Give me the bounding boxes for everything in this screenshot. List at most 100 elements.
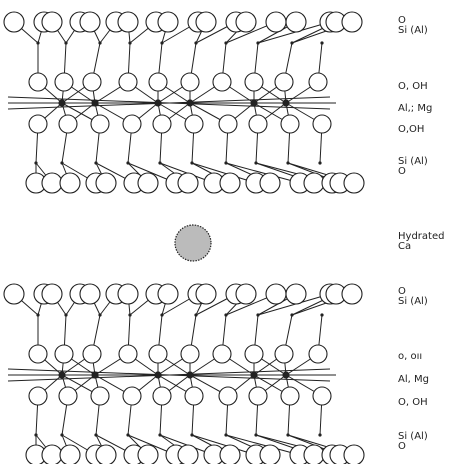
silicon-atom bbox=[160, 313, 164, 317]
hydroxyl-oxygen-atom bbox=[122, 114, 142, 134]
label-top-si-al: Si (Al) bbox=[398, 25, 428, 36]
octahedral-cation-atom bbox=[58, 371, 66, 379]
bond-line bbox=[257, 21, 331, 44]
octahedral-cation-atom bbox=[250, 371, 258, 379]
silicon-atom bbox=[34, 433, 38, 437]
label-bottom-si-al-o: Si (Al) O bbox=[398, 432, 428, 452]
silicon-atom bbox=[320, 313, 324, 317]
oxygen-atom bbox=[219, 444, 241, 464]
label-bottom-si-al-2: Si (Al) bbox=[398, 431, 428, 442]
bond-line bbox=[257, 293, 331, 316]
octahedral-cation-atom bbox=[186, 371, 194, 379]
oxygen-atom bbox=[157, 11, 179, 33]
label-top-o-2: O bbox=[398, 166, 406, 177]
oxygen-atom bbox=[3, 11, 25, 33]
oxygen-atom bbox=[79, 283, 101, 305]
hydroxyl-oxygen-atom bbox=[82, 72, 102, 92]
hydroxyl-oxygen-atom bbox=[308, 344, 328, 364]
oxygen-atom bbox=[41, 172, 63, 194]
silicon-atom bbox=[64, 313, 68, 317]
oxygen-atom bbox=[341, 283, 363, 305]
hydroxyl-oxygen-atom bbox=[312, 114, 332, 134]
hydroxyl-oxygen-atom bbox=[122, 386, 142, 406]
hydroxyl-oxygen-atom bbox=[28, 114, 48, 134]
hydroxyl-oxygen-atom bbox=[148, 344, 168, 364]
silicon-atom bbox=[224, 41, 228, 45]
silicon-atom bbox=[190, 161, 194, 165]
label-ca: Ca bbox=[398, 241, 412, 252]
hydroxyl-oxygen-atom bbox=[308, 72, 328, 92]
oxygen-atom bbox=[177, 444, 199, 464]
hydroxyl-oxygen-atom bbox=[118, 344, 138, 364]
silicon-atom bbox=[254, 161, 258, 165]
oxygen-atom bbox=[195, 283, 217, 305]
oxygen-atom bbox=[285, 283, 307, 305]
oxygen-atom bbox=[219, 172, 241, 194]
silicon-atom bbox=[34, 161, 38, 165]
hydroxyl-oxygen-atom bbox=[274, 344, 294, 364]
bond-line bbox=[191, 162, 257, 184]
silicon-atom bbox=[194, 313, 198, 317]
oxygen-atom bbox=[117, 283, 139, 305]
silicon-atom bbox=[194, 41, 198, 45]
hydroxyl-oxygen-atom bbox=[148, 72, 168, 92]
oxygen-atom bbox=[285, 11, 307, 33]
hydroxyl-oxygen-atom bbox=[152, 386, 172, 406]
oxygen-atom bbox=[259, 172, 281, 194]
octahedral-cation-atom bbox=[154, 371, 162, 379]
silicon-atom bbox=[318, 161, 322, 165]
silicon-atom bbox=[126, 433, 130, 437]
oxygen-atom bbox=[235, 11, 257, 33]
hydroxyl-oxygen-atom bbox=[212, 72, 232, 92]
oxygen-atom bbox=[41, 444, 63, 464]
hydroxyl-oxygen-atom bbox=[58, 114, 78, 134]
hydroxyl-oxygen-atom bbox=[312, 386, 332, 406]
bottom-clay-layer bbox=[3, 283, 365, 464]
silicon-atom bbox=[286, 433, 290, 437]
oxygen-atom bbox=[195, 11, 217, 33]
hydroxyl-oxygen-atom bbox=[248, 386, 268, 406]
oxygen-atom bbox=[137, 444, 159, 464]
hydroxyl-oxygen-atom bbox=[274, 72, 294, 92]
silicon-atom bbox=[318, 433, 322, 437]
octahedral-cation-atom bbox=[282, 99, 290, 107]
hydroxyl-oxygen-atom bbox=[184, 114, 204, 134]
hydroxyl-oxygen-atom bbox=[280, 386, 300, 406]
hydroxyl-oxygen-atom bbox=[28, 344, 48, 364]
label-bottom-tetrahedral-oxygen-si: O Si (Al) bbox=[398, 287, 428, 307]
silicon-atom bbox=[256, 313, 260, 317]
label-bottom-si-al: Si (Al) bbox=[398, 296, 428, 307]
oxygen-atom bbox=[41, 283, 63, 305]
silicon-atom bbox=[158, 433, 162, 437]
octahedral-cation-atom bbox=[250, 99, 258, 107]
silicon-atom bbox=[60, 433, 64, 437]
silicon-atom bbox=[126, 161, 130, 165]
label-bottom-al-mg: Al, Mg bbox=[398, 374, 429, 385]
hydroxyl-oxygen-atom bbox=[244, 344, 264, 364]
silicon-atom bbox=[286, 161, 290, 165]
silicon-atom bbox=[190, 433, 194, 437]
label-bottom-o-oh-upper: o, oıı bbox=[398, 351, 423, 362]
oxygen-atom bbox=[59, 444, 81, 464]
hydroxyl-oxygen-atom bbox=[212, 344, 232, 364]
silicon-atom bbox=[64, 41, 68, 45]
label-bottom-o-oh-lower: O, OH bbox=[398, 397, 428, 408]
label-hydrated: Hydrated bbox=[398, 231, 445, 242]
label-top-o-oh-upper: O, OH bbox=[398, 81, 428, 92]
silicon-atom bbox=[98, 41, 102, 45]
hydroxyl-oxygen-atom bbox=[248, 114, 268, 134]
hydroxyl-oxygen-atom bbox=[58, 386, 78, 406]
bond-line bbox=[225, 162, 301, 184]
silicon-atom bbox=[290, 41, 294, 45]
silicon-atom bbox=[160, 41, 164, 45]
silicon-atom bbox=[36, 41, 40, 45]
label-top-al-mg: Al,; Mg bbox=[398, 103, 433, 114]
octahedral-strand-line bbox=[7, 96, 331, 110]
hydroxyl-oxygen-atom bbox=[152, 114, 172, 134]
hydroxyl-oxygen-atom bbox=[218, 386, 238, 406]
silicon-atom bbox=[320, 41, 324, 45]
label-top-o: O bbox=[398, 15, 406, 26]
hydroxyl-oxygen-atom bbox=[54, 344, 74, 364]
octahedral-cation-atom bbox=[282, 371, 290, 379]
silicon-atom bbox=[290, 313, 294, 317]
